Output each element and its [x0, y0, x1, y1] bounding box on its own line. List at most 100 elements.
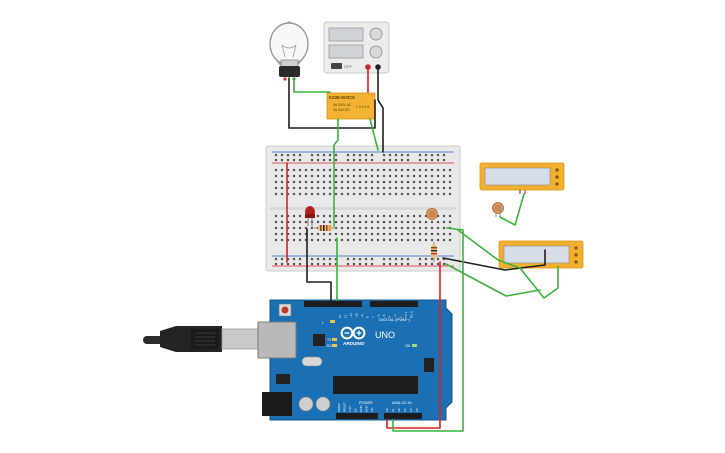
breadboard-hole[interactable]	[412, 192, 416, 196]
breadboard-hole[interactable]	[328, 186, 332, 190]
breadboard-hole[interactable]	[388, 174, 392, 178]
breadboard-hole[interactable]	[394, 153, 398, 157]
photoresistor-external[interactable]	[492, 202, 504, 218]
breadboard-hole[interactable]	[316, 232, 320, 236]
breadboard-hole[interactable]	[346, 214, 350, 218]
breadboard-hole[interactable]	[316, 262, 320, 266]
breadboard-hole[interactable]	[352, 257, 356, 261]
breadboard-hole[interactable]	[298, 232, 302, 236]
breadboard-hole[interactable]	[430, 186, 434, 190]
breadboard-hole[interactable]	[394, 214, 398, 218]
power-switch[interactable]	[331, 63, 342, 69]
breadboard-hole[interactable]	[286, 232, 290, 236]
breadboard-hole[interactable]	[328, 158, 332, 162]
breadboard-hole[interactable]	[292, 220, 296, 224]
breadboard-hole[interactable]	[298, 186, 302, 190]
breadboard-holes[interactable]	[274, 153, 452, 266]
breadboard-hole[interactable]	[370, 232, 374, 236]
breadboard-hole[interactable]	[328, 220, 332, 224]
breadboard-hole[interactable]	[382, 180, 386, 184]
breadboard-hole[interactable]	[352, 186, 356, 190]
breadboard-hole[interactable]	[412, 214, 416, 218]
breadboard-hole[interactable]	[346, 232, 350, 236]
breadboard-hole[interactable]	[418, 153, 422, 157]
breadboard-hole[interactable]	[430, 174, 434, 178]
breadboard-hole[interactable]	[436, 226, 440, 230]
breadboard-hole[interactable]	[364, 168, 368, 172]
breadboard-hole[interactable]	[382, 262, 386, 266]
breadboard-hole[interactable]	[286, 257, 290, 261]
breadboard-hole[interactable]	[316, 186, 320, 190]
breadboard-hole[interactable]	[340, 226, 344, 230]
breadboard-hole[interactable]	[352, 180, 356, 184]
breadboard-hole[interactable]	[430, 262, 434, 266]
breadboard-hole[interactable]	[274, 168, 278, 172]
breadboard-hole[interactable]	[418, 226, 422, 230]
breadboard-hole[interactable]	[274, 238, 278, 242]
breadboard-hole[interactable]	[418, 214, 422, 218]
breadboard-hole[interactable]	[280, 262, 284, 266]
breadboard-hole[interactable]	[340, 168, 344, 172]
breadboard-hole[interactable]	[328, 238, 332, 242]
breadboard-hole[interactable]	[328, 214, 332, 218]
breadboard-hole[interactable]	[352, 158, 356, 162]
breadboard-hole[interactable]	[274, 226, 278, 230]
breadboard-hole[interactable]	[328, 168, 332, 172]
lcd-display-bottom[interactable]	[498, 240, 584, 269]
breadboard-hole[interactable]	[400, 158, 404, 162]
breadboard-hole[interactable]	[424, 214, 428, 218]
breadboard-hole[interactable]	[358, 238, 362, 242]
breadboard-hole[interactable]	[418, 174, 422, 178]
breadboard-hole[interactable]	[394, 186, 398, 190]
breadboard-hole[interactable]	[322, 262, 326, 266]
breadboard-hole[interactable]	[436, 168, 440, 172]
breadboard-hole[interactable]	[310, 174, 314, 178]
breadboard-hole[interactable]	[412, 180, 416, 184]
breadboard-hole[interactable]	[406, 153, 410, 157]
breadboard-hole[interactable]	[430, 153, 434, 157]
breadboard-hole[interactable]	[292, 262, 296, 266]
breadboard-hole[interactable]	[400, 174, 404, 178]
breadboard-hole[interactable]	[388, 168, 392, 172]
breadboard-hole[interactable]	[394, 257, 398, 261]
breadboard-hole[interactable]	[436, 220, 440, 224]
breadboard-hole[interactable]	[448, 180, 452, 184]
digital-header-right[interactable]	[370, 301, 418, 307]
breadboard-hole[interactable]	[334, 186, 338, 190]
breadboard-hole[interactable]	[286, 220, 290, 224]
breadboard-hole[interactable]	[436, 257, 440, 261]
breadboard-hole[interactable]	[418, 238, 422, 242]
breadboard-hole[interactable]	[430, 192, 434, 196]
breadboard-hole[interactable]	[448, 232, 452, 236]
breadboard-hole[interactable]	[448, 220, 452, 224]
breadboard-hole[interactable]	[370, 186, 374, 190]
breadboard-hole[interactable]	[370, 192, 374, 196]
breadboard-hole[interactable]	[430, 180, 434, 184]
breadboard-hole[interactable]	[400, 226, 404, 230]
breadboard-hole[interactable]	[364, 153, 368, 157]
breadboard-hole[interactable]	[346, 257, 350, 261]
breadboard-hole[interactable]	[376, 168, 380, 172]
breadboard-hole[interactable]	[322, 168, 326, 172]
breadboard-hole[interactable]	[346, 180, 350, 184]
breadboard-hole[interactable]	[280, 238, 284, 242]
breadboard-hole[interactable]	[292, 226, 296, 230]
breadboard-hole[interactable]	[286, 192, 290, 196]
breadboard-hole[interactable]	[442, 168, 446, 172]
breadboard-hole[interactable]	[292, 168, 296, 172]
breadboard-hole[interactable]	[412, 186, 416, 190]
breadboard-hole[interactable]	[334, 238, 338, 242]
breadboard-hole[interactable]	[304, 220, 308, 224]
breadboard-hole[interactable]	[364, 214, 368, 218]
breadboard-hole[interactable]	[400, 186, 404, 190]
relay[interactable]: KS2E-M-DC5 5A 250V AC 2A 30V DC 1 2 3 4 …	[326, 92, 376, 120]
breadboard-hole[interactable]	[370, 158, 374, 162]
breadboard-hole[interactable]	[358, 220, 362, 224]
breadboard-hole[interactable]	[400, 192, 404, 196]
breadboard-hole[interactable]	[388, 238, 392, 242]
breadboard-hole[interactable]	[286, 180, 290, 184]
breadboard-hole[interactable]	[286, 214, 290, 218]
breadboard-hole[interactable]	[400, 168, 404, 172]
breadboard-hole[interactable]	[346, 153, 350, 157]
breadboard-hole[interactable]	[370, 226, 374, 230]
